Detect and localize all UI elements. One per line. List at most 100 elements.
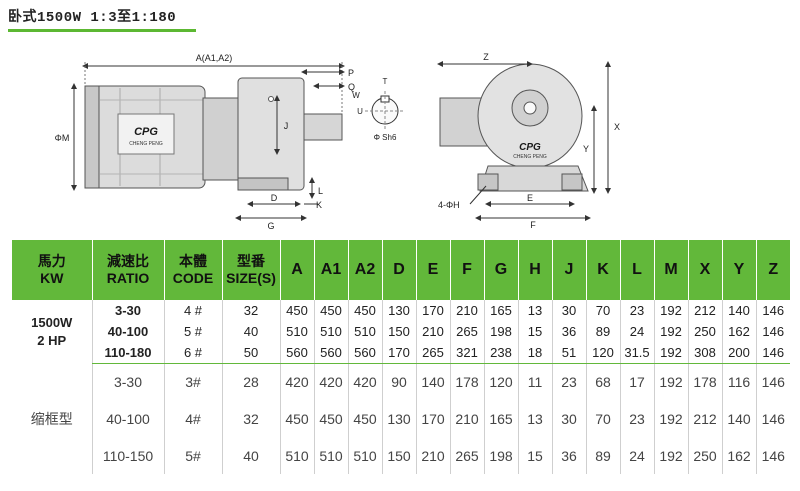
table-cell: 5 # [163,321,222,342]
table-cell: 146 [755,363,790,400]
table-cell: 321 [449,342,484,364]
table-cell: 90 [381,363,416,400]
table-cell: 140 [415,363,450,400]
table-cell: 450 [279,400,314,437]
table-cell: 32 [221,400,280,437]
table-cell: 420 [347,363,382,400]
table-cell: 150 [381,321,416,342]
table-cell: 23 [551,363,586,400]
dim-shaft-label: Φ Sh6 [374,133,397,142]
table-cell: 32 [221,300,280,321]
table-cell: 120 [483,363,518,400]
table-cell: 510 [347,437,382,474]
table-cell: 150 [381,437,416,474]
table-cell: 3# [163,363,222,400]
table-cell: 36 [551,437,586,474]
table-cell: 170 [415,400,450,437]
table-cell: 250 [687,437,722,474]
group1-label-hp: 2 HP [37,332,67,348]
dim-t-label: T [383,77,388,86]
table-cell: 510 [347,321,382,342]
dim-p-label: P [348,68,354,78]
table-cell: 5# [163,437,222,474]
header-a1: A1 [313,240,348,300]
header-a2: A2 [347,240,382,300]
table-cell: 238 [483,342,518,364]
table-cell: 130 [381,300,416,321]
table-cell: 265 [449,437,484,474]
table-cell: 212 [687,300,722,321]
table-cell: 30 [551,400,586,437]
table-cell: 24 [619,437,654,474]
dim-a-label: A(A1,A2) [196,53,233,63]
dim-e-label: E [527,193,533,203]
table-cell: 308 [687,342,722,364]
table-cell: 178 [687,363,722,400]
dim-m-label: ΦM [55,133,70,143]
brand-logo-side: CPG [134,126,158,138]
table-cell: 162 [721,321,756,342]
dim-y-label: Y [583,144,589,154]
table-cell: 170 [415,300,450,321]
shaft-detail: T W U Φ Sh6 [352,77,405,142]
header-k: K [585,240,620,300]
table-cell: 212 [687,400,722,437]
technical-drawing: CPG CHENG PENG A(A1,A2) ΦM J P Q D G K [55,52,620,231]
table-cell: 560 [313,342,348,364]
table-cell: 130 [381,400,416,437]
table-cell: 23 [619,300,654,321]
table-cell: 18 [517,342,552,364]
title-underline [8,29,196,32]
table-cell: 265 [449,321,484,342]
table-cell: 31.5 [619,342,654,364]
header-y: Y [721,240,756,300]
table-cell: 89 [585,437,620,474]
dim-k-label: K [316,200,322,210]
table-cell: 40-100 [91,400,164,437]
table-cell: 140 [721,300,756,321]
page-title: 卧式1500W 1:3至1:180 [8,10,177,26]
table-cell: 265 [415,342,450,364]
table-cell: 24 [619,321,654,342]
table-cell: 120 [585,342,620,364]
table-cell: 4 # [163,300,222,321]
table-cell: 178 [449,363,484,400]
brand-sub-front: CHENG PENG [513,154,547,160]
table-cell: 198 [483,321,518,342]
table-cell: 40 [221,321,280,342]
dim-z-label: Z [483,52,489,62]
table-cell: 420 [313,363,348,400]
header-d: D [381,240,416,300]
table-cell: 146 [755,342,790,364]
dim-g-label: G [267,221,274,231]
table-cell: 192 [653,342,688,364]
header-f: F [449,240,484,300]
table-cell: 50 [221,342,280,364]
table-cell: 3-30 [91,363,164,400]
table-cell: 13 [517,400,552,437]
table-cell: 11 [517,363,552,400]
table-cell: 560 [279,342,314,364]
dim-f-label: F [530,220,536,230]
table-cell: 192 [653,400,688,437]
dim-d-label: D [271,193,278,203]
table-cell: 198 [483,437,518,474]
table-cell: 210 [449,300,484,321]
table-cell: 13 [517,300,552,321]
table-cell: 250 [687,321,722,342]
table-cell: 146 [755,400,790,437]
table-cell: 6 # [163,342,222,364]
dim-x-label: X [614,122,620,132]
table-cell: 450 [279,300,314,321]
header-a: A [279,240,314,300]
front-view: CPG CHENG PENG Z X Y E F 4-ΦH [437,52,620,230]
table-cell: 23 [619,400,654,437]
